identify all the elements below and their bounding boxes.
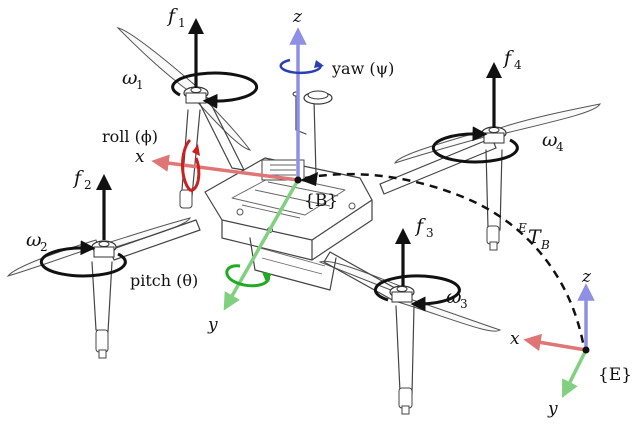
transform-subscript: B xyxy=(540,238,550,252)
transform-curve xyxy=(304,172,586,349)
landing-leg-2 xyxy=(91,261,113,359)
world-z-label: z xyxy=(581,267,592,287)
pitch-rotation-arrow xyxy=(225,264,272,288)
f3-subscript: 3 xyxy=(426,226,434,240)
omega3-label: ω xyxy=(446,286,462,308)
motor-4 xyxy=(481,126,507,144)
f1-label: f xyxy=(166,5,178,27)
f4-subscript: 4 xyxy=(514,58,522,72)
rotation-arrow-2 xyxy=(39,240,127,278)
body-frame-label: {B} xyxy=(304,191,338,211)
omega4-label: ω xyxy=(542,129,558,151)
landing-leg-4 xyxy=(485,149,503,251)
landing-leg-3 xyxy=(395,305,415,415)
rotation-arrow-3 xyxy=(373,274,461,312)
roll-label: roll (ϕ) xyxy=(102,127,158,146)
drone-body xyxy=(204,157,373,291)
body-x-label: x xyxy=(135,147,145,167)
omega1-subscript: 1 xyxy=(136,78,144,92)
pitch-label: pitch (θ) xyxy=(130,271,198,290)
body-y-label: y xyxy=(207,315,218,335)
body-origin xyxy=(294,176,302,184)
f2-subscript: 2 xyxy=(84,178,92,192)
arm-4 xyxy=(379,137,497,195)
omega3-subscript: 3 xyxy=(460,297,468,311)
transform-arrowhead xyxy=(300,172,318,186)
motor-3 xyxy=(389,285,415,303)
rotation-arrow-1 xyxy=(171,71,259,109)
world-x-axis xyxy=(523,333,587,352)
world-y-label: y xyxy=(547,399,558,419)
yaw-rotation-arrow xyxy=(279,58,324,75)
rotation-arrow-4 xyxy=(431,126,519,164)
world-frame-label: {E} xyxy=(598,365,632,385)
drone-drawing xyxy=(6,27,601,415)
f3-label: f xyxy=(414,215,426,237)
f1-subscript: 1 xyxy=(178,16,186,30)
body-z-label: z xyxy=(292,7,303,27)
propeller-4 xyxy=(394,103,601,164)
transform-label: T xyxy=(528,226,542,248)
rotor-rotation-arrows xyxy=(39,71,519,312)
f4-label: f xyxy=(502,47,514,69)
world-x-label: x xyxy=(510,329,520,349)
omega4-subscript: 4 xyxy=(556,140,564,154)
yaw-label: yaw (ψ) xyxy=(331,59,394,78)
world-y-axis xyxy=(562,349,588,398)
motor-1 xyxy=(183,86,209,104)
labels: f 1 ω 1 roll (ϕ) x f 2 ω 2 pitch (θ) y z… xyxy=(26,5,632,419)
motor-2 xyxy=(91,240,117,258)
world-origin xyxy=(582,346,590,354)
omega2-label: ω xyxy=(26,229,42,251)
roll-rotation-arrow xyxy=(181,138,201,192)
f2-label: f xyxy=(72,167,84,189)
world-frame-axes xyxy=(523,283,595,398)
gps-antenna xyxy=(292,90,333,176)
transform-superscript: E xyxy=(517,221,527,235)
omega2-subscript: 2 xyxy=(40,240,48,254)
omega1-label: ω xyxy=(122,67,138,89)
